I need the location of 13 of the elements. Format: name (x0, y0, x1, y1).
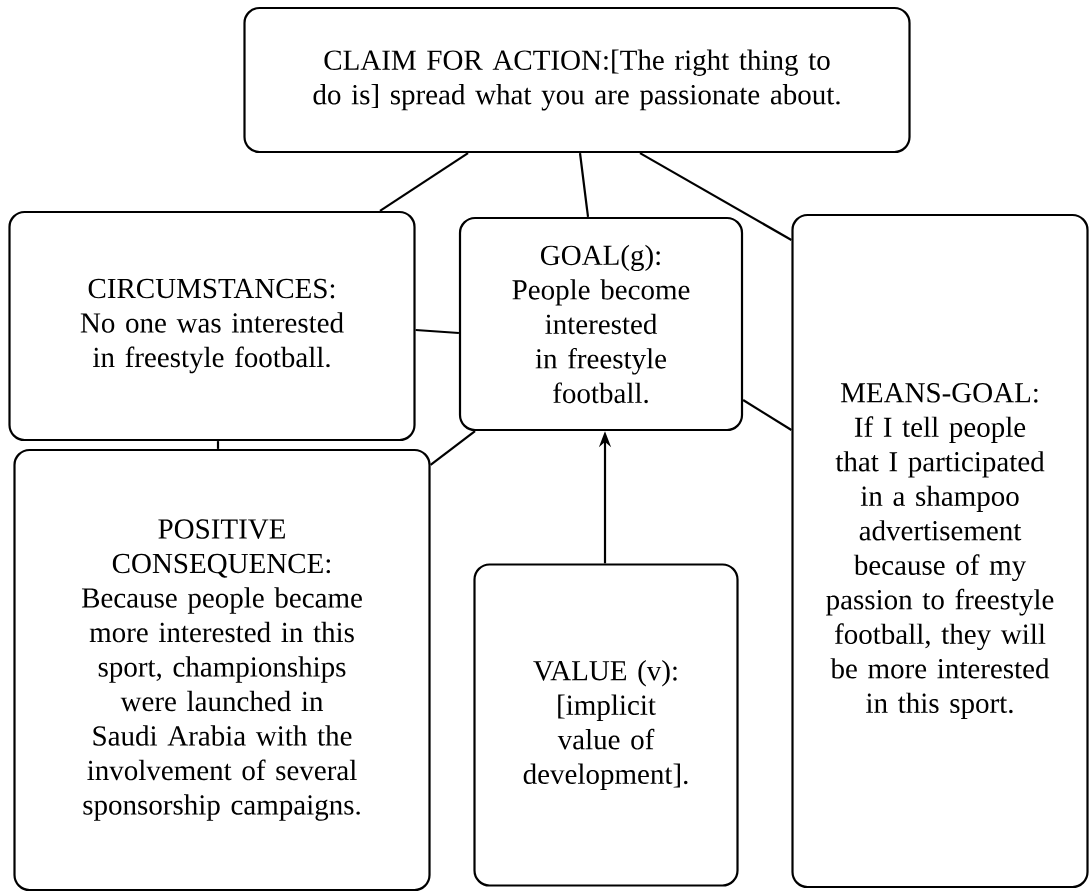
connector-line (379, 152, 469, 212)
text-box: CIRCUMSTANCES: No one was interested in freestyle football. (8, 210, 416, 442)
text-box: MEANS-GOAL: If I tell people that I participated in a shampoo advertisement because of my passion to freestyle football, they will be more interested in this sport. (791, 213, 1089, 889)
connector-line (415, 328, 459, 335)
text-box: VALUE (v): [implicit value of development]. (473, 563, 739, 887)
connector-line (429, 430, 476, 466)
connector-line (742, 399, 792, 431)
text-box: POSITIVE CONSEQUENCE: Because people became more interested in this sport, championships were launched in Saudi Arabia with the involvement of several sponsorship campaigns. (13, 448, 431, 892)
connector-line (216, 441, 220, 449)
text-box: GOAL(g): People become interested in freestyle football. (458, 216, 744, 432)
connector-line (639, 152, 792, 241)
text-box: CLAIM FOR ACTION:[The right thing to do is] spread what you are passionate about. (243, 6, 911, 154)
connector-line (578, 152, 590, 218)
